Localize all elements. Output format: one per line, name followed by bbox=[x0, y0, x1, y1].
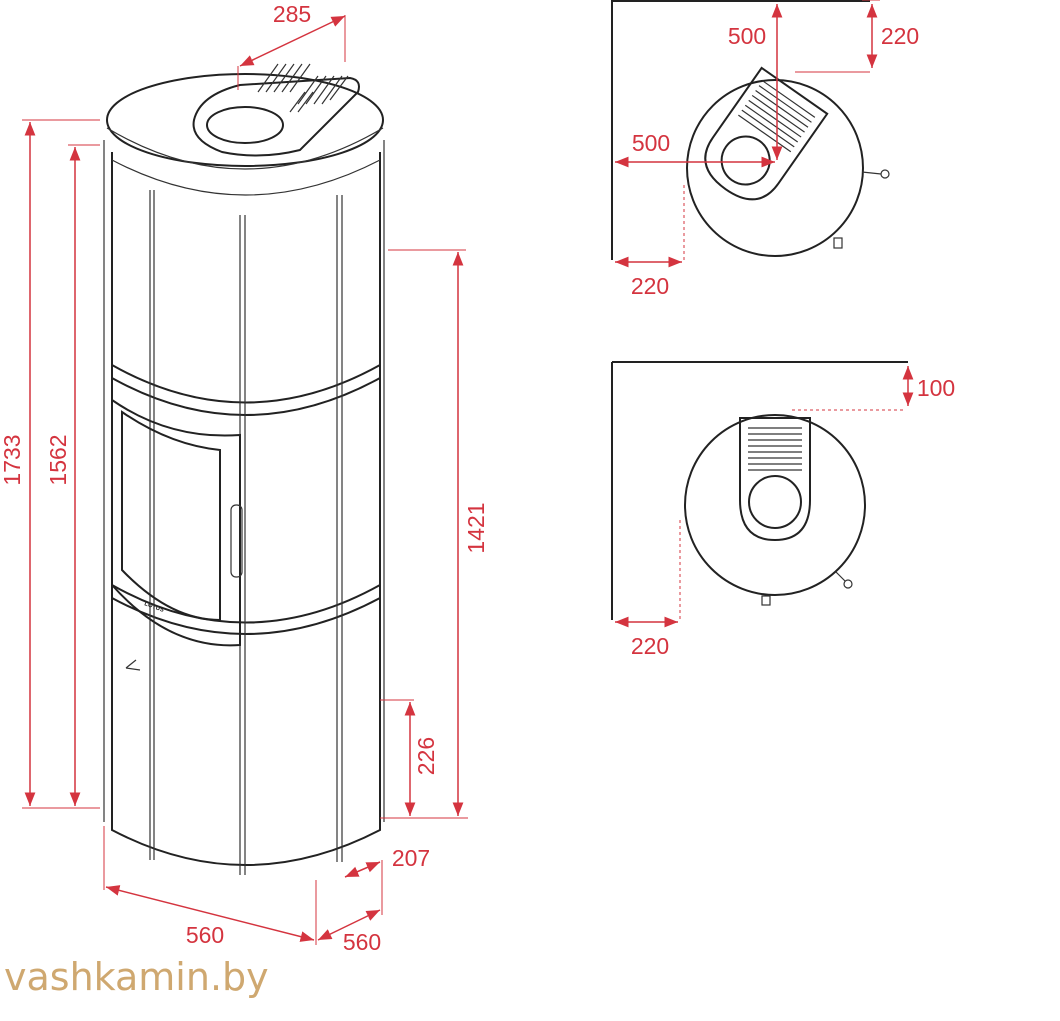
lid-grille bbox=[192, 63, 360, 157]
dim-corner-back-to-flue: 500 bbox=[728, 23, 766, 49]
door: LOTUS bbox=[111, 398, 243, 671]
dim-width: 560 bbox=[186, 922, 224, 948]
dim-total-height: 1733 bbox=[0, 434, 25, 485]
wall-plan-view: 100 220 bbox=[611, 361, 955, 659]
dim-corner-side: 220 bbox=[631, 273, 669, 299]
dim-corner-side-to-flue: 500 bbox=[632, 130, 670, 156]
dim-lower-inlet-height: 226 bbox=[413, 737, 439, 775]
corner-plan-view: 500 220 500 220 bbox=[611, 0, 919, 299]
dim-flue-offset: 285 bbox=[273, 1, 311, 27]
dim-flue-height: 1562 bbox=[45, 434, 71, 485]
stove-front-view: LOTUS bbox=[103, 63, 385, 875]
front-dimensions: 1733 1562 1421 226 285 207 560 560 bbox=[0, 1, 489, 955]
dim-inlet-offset: 207 bbox=[392, 845, 430, 871]
dim-depth: 560 bbox=[343, 929, 381, 955]
dim-corner-back: 220 bbox=[881, 23, 919, 49]
dim-wall-side: 220 bbox=[631, 633, 669, 659]
watermark: vashkamin.by bbox=[4, 955, 269, 999]
dim-wall-back: 100 bbox=[917, 375, 955, 401]
dim-air-inlet-height: 1421 bbox=[463, 502, 489, 553]
